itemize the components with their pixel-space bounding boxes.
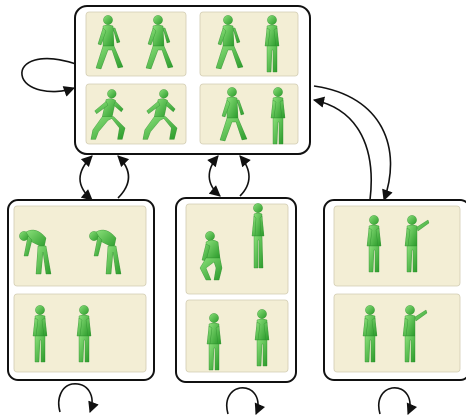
figure-arms [93, 235, 103, 257]
figure-legs [256, 339, 268, 367]
figure-arms [147, 27, 171, 46]
figure-run-right [142, 89, 178, 140]
edge-crouch-self-loop [225, 387, 266, 416]
figure-stand-slouch-2 [76, 305, 92, 363]
figure-crouch [199, 231, 223, 281]
figure-stand-tall [251, 203, 265, 269]
figure-legs [253, 235, 264, 269]
figure-torso [102, 24, 115, 47]
pose-panel-raise-arm [333, 205, 461, 287]
figure-stand-idle-2 [362, 305, 378, 363]
figure-legs [266, 45, 278, 73]
figure-head [205, 231, 215, 241]
figure-legs [142, 116, 178, 140]
figure-head [405, 305, 415, 315]
figure-stand-straight-2 [254, 309, 270, 367]
figure-walk-side [264, 15, 280, 73]
figure-legs [90, 116, 126, 140]
figure-arms [217, 27, 241, 46]
figure-legs [95, 45, 124, 70]
pose-panel-bend [13, 205, 147, 287]
pose-panel-stand-straight [185, 299, 289, 373]
figure-arms [94, 101, 124, 115]
figure-head [227, 87, 237, 97]
figure-run-left [90, 89, 126, 140]
figure-legs [364, 335, 376, 363]
figure-walk-turn [219, 87, 248, 142]
figure-walk-left [95, 15, 124, 70]
figure-arms [146, 101, 176, 115]
pose-panel-point [333, 293, 461, 373]
edge-gesture-self-loop [377, 387, 418, 416]
figure-head [107, 89, 117, 99]
figure-head [365, 305, 375, 315]
figure-head [153, 15, 163, 25]
figure-legs [105, 245, 122, 275]
figure-head [257, 309, 267, 319]
node-gesture [323, 199, 466, 381]
figure-head [35, 305, 45, 315]
figure-head [79, 305, 89, 315]
edges [21, 57, 418, 416]
edge-bending-to-locomotion [117, 155, 130, 199]
figure-arms [23, 235, 33, 257]
figure-raise-arm [404, 215, 430, 273]
figure-legs [208, 343, 220, 371]
figure-head [209, 313, 219, 323]
figure-head [223, 15, 233, 25]
edge-locomotion-to-bending [79, 155, 93, 201]
edge-locomotion-to-crouch [207, 155, 221, 197]
figure-legs [219, 117, 248, 142]
figure-stand-slouch [32, 305, 48, 363]
figure-head [407, 215, 417, 225]
edge-gesture-to-locomotion [312, 96, 372, 201]
edge-locomotion-self-loop [21, 57, 77, 97]
figure-torso [205, 239, 221, 259]
figure-legs [215, 45, 244, 70]
edge-locomotion-to-gesture [313, 85, 393, 202]
figure-bend-side [89, 229, 122, 275]
figure-head [267, 15, 277, 25]
figure-legs [145, 45, 174, 70]
pose-panel-walk-front [199, 11, 299, 77]
figure-arms [221, 99, 245, 118]
figure-head [369, 215, 379, 225]
pose-figures [19, 15, 430, 371]
figure-bend-forward [19, 229, 52, 275]
figure-legs [404, 335, 416, 363]
figure-torso [226, 96, 239, 119]
figure-torso [222, 24, 235, 47]
node-crouch-jump [175, 197, 297, 383]
figure-stand-straight [206, 313, 222, 371]
figure-head [103, 15, 113, 25]
figure-stand-idle [366, 215, 382, 273]
pose-panel-crouch [185, 203, 289, 295]
figure-head [159, 89, 169, 99]
edge-crouch-to-locomotion [239, 155, 251, 197]
figure-arms [97, 27, 121, 46]
figure-legs [35, 245, 52, 275]
figure-head [253, 203, 263, 213]
figure-walk-right [145, 15, 174, 70]
edge-bending-self-loop [57, 383, 99, 414]
figure-walk-front [215, 15, 244, 70]
figure-legs [272, 117, 284, 145]
figure-point-arm [402, 305, 428, 363]
figure-legs [199, 257, 223, 281]
figure-legs [406, 245, 418, 273]
figure-legs [368, 245, 380, 273]
figure-head [273, 87, 283, 97]
figure-legs [34, 335, 46, 363]
figure-torso [152, 24, 165, 47]
figure-legs [78, 335, 90, 363]
figure-walk-back [270, 87, 286, 145]
